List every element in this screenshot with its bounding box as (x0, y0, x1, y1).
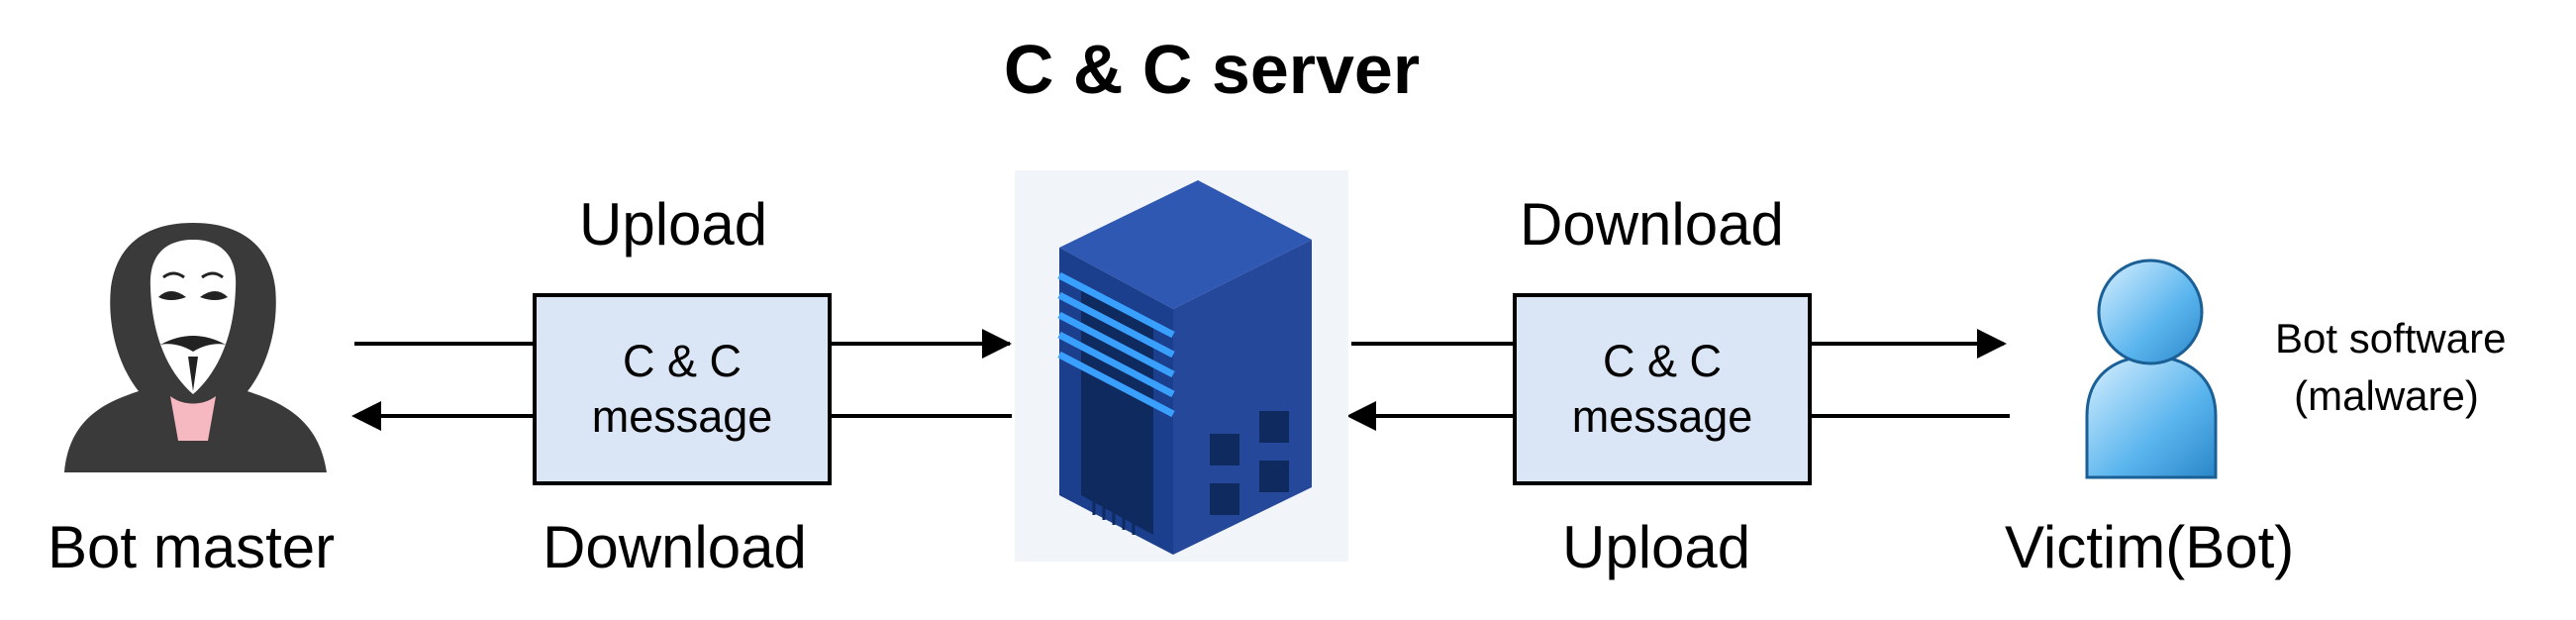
arrow-head-victim (1977, 329, 2007, 359)
user-icon (2085, 258, 2218, 479)
left-message-box: C & C message (533, 293, 832, 485)
diagram-title: C & C server (1003, 31, 1421, 108)
right-upload-label: Upload (1562, 514, 1751, 580)
right-box-line1: C & C (1602, 335, 1722, 386)
bot-software-line2: (malware) (2294, 372, 2479, 419)
arrow-head-server (982, 329, 1012, 359)
right-message-box: C & C message (1513, 293, 1812, 485)
right-download-label: Download (1520, 191, 1784, 258)
bot-master-label: Bot master (48, 514, 336, 580)
right-box-line2: message (1571, 391, 1753, 442)
left-box-line1: C & C (622, 335, 742, 386)
left-download-label: Download (543, 514, 807, 580)
arrow-head-master (351, 401, 381, 431)
bot-software-line1: Bot software (2275, 315, 2507, 362)
left-box-line2: message (591, 391, 773, 442)
server-rack-icon (1015, 170, 1348, 562)
hooded-hacker-icon (64, 223, 327, 472)
victim-label: Victim(Bot) (2005, 514, 2295, 580)
arrow-head-server-left (1346, 401, 1376, 431)
left-upload-label: Upload (579, 191, 768, 258)
